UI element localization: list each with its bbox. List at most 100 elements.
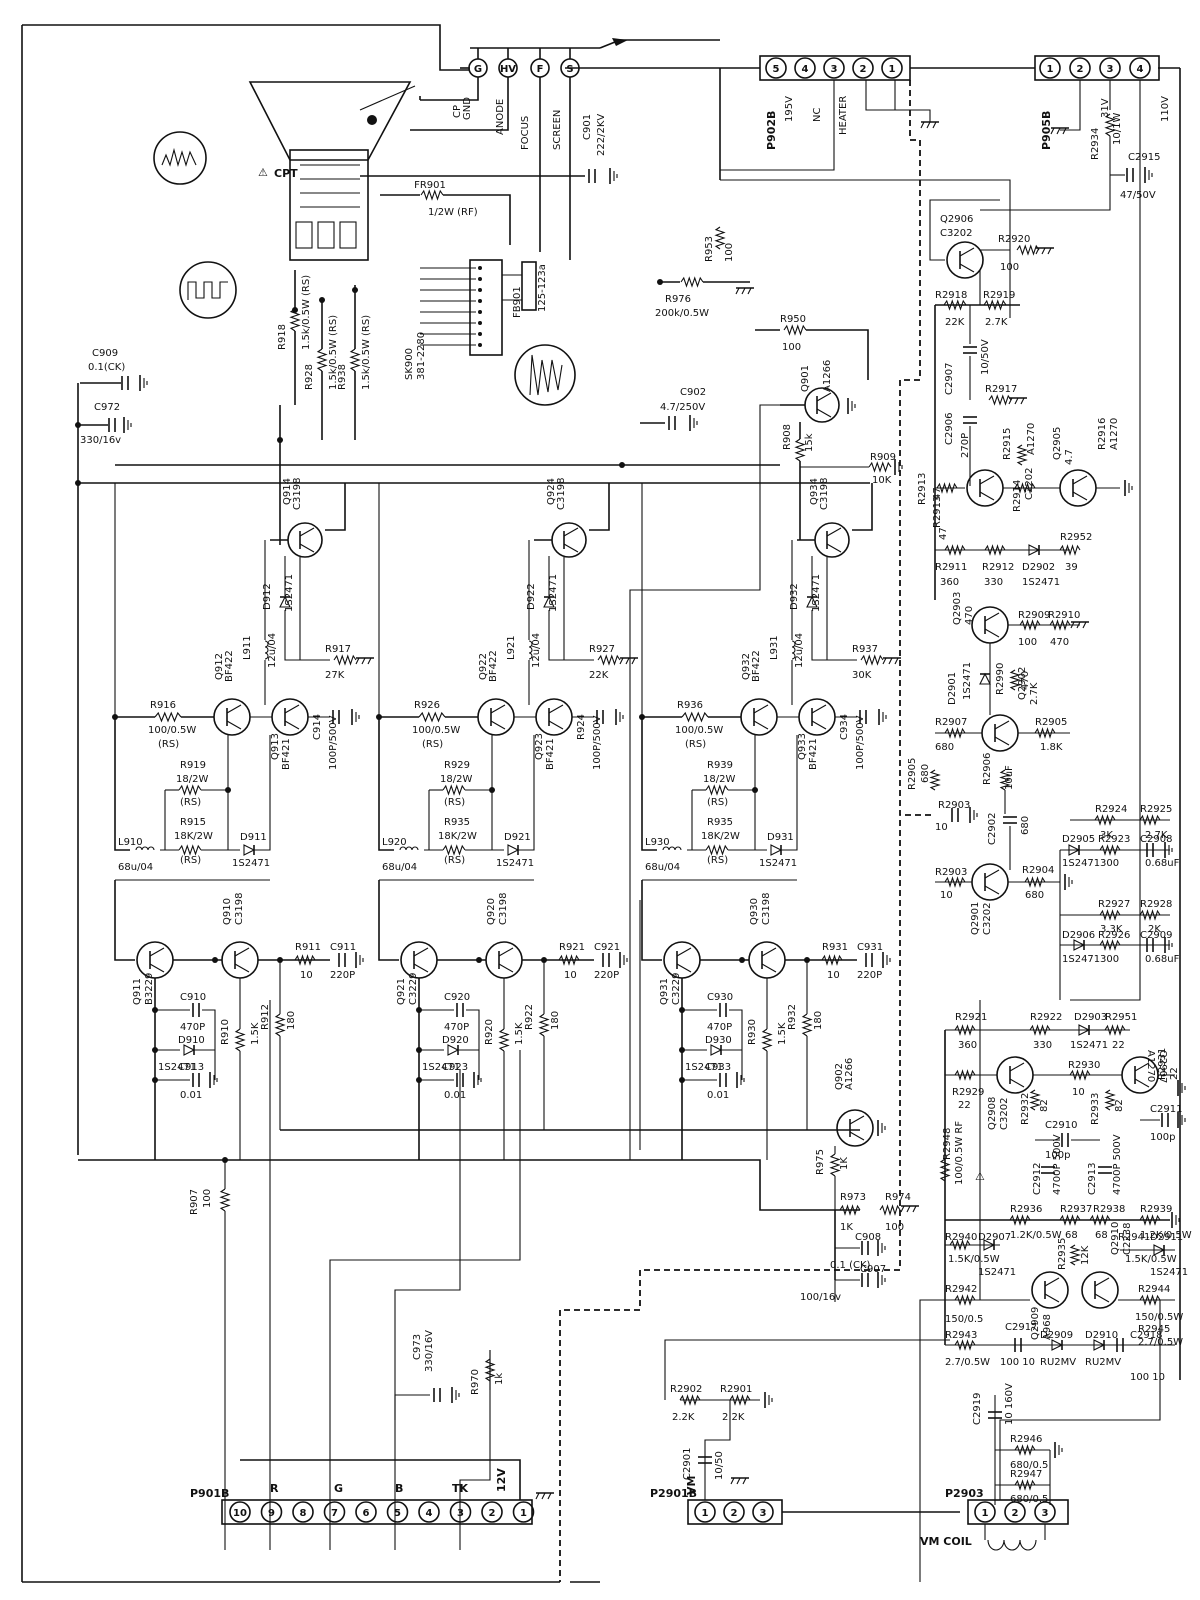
wire xyxy=(240,1459,521,1500)
part-label: 100 xyxy=(724,243,735,262)
part-label: 2.2K xyxy=(672,1412,695,1423)
resistor xyxy=(333,654,357,666)
transistor xyxy=(1134,1062,1150,1072)
ground-symbol xyxy=(1082,621,1087,629)
wire xyxy=(325,483,346,531)
part-label: 1K xyxy=(840,1222,853,1233)
resistor xyxy=(294,954,316,966)
resistor xyxy=(839,1204,861,1216)
part-label: 180 xyxy=(286,1011,297,1030)
part-label: 125-123a xyxy=(537,264,548,312)
junction-dot xyxy=(679,1007,685,1013)
resistor xyxy=(705,784,729,796)
part-label: R918 xyxy=(277,324,288,350)
wire xyxy=(589,483,610,531)
vm-part-ref: R2926 xyxy=(1098,930,1130,941)
ground-symbol xyxy=(619,657,624,665)
part-label: 1S2471 xyxy=(496,858,534,869)
part-label: C908 xyxy=(855,1232,881,1243)
part-label: 1S2471 xyxy=(548,574,559,612)
part-label: 100/0.5W RF xyxy=(954,1121,965,1185)
connector-pin-label: 1 xyxy=(1047,64,1054,75)
vm-part-ref: R2951 xyxy=(1105,1012,1137,1023)
part-label: A968 xyxy=(1042,1314,1053,1340)
crt-pin-label: S xyxy=(566,64,573,75)
vm-part-value: 1.2K/0.5W xyxy=(1010,1230,1062,1241)
vm-part-ref: R2940 xyxy=(945,1232,977,1243)
components xyxy=(108,38,1186,1551)
transistor xyxy=(849,1131,865,1141)
transistor xyxy=(979,475,995,485)
wire xyxy=(1070,80,1141,1001)
part-label: 100P/500V xyxy=(328,715,339,770)
transistor xyxy=(284,720,300,730)
part-label: R976 xyxy=(665,294,691,305)
part-label: 4.7 xyxy=(1064,449,1075,465)
wire xyxy=(929,199,1000,261)
transistor xyxy=(1121,1056,1159,1094)
part-label: R2914 xyxy=(1012,480,1023,512)
part-label: 100/16v xyxy=(800,1292,841,1303)
transistor xyxy=(287,522,323,558)
part-label: 180 xyxy=(813,1011,824,1030)
resistor xyxy=(597,654,621,666)
part-label: R2901 xyxy=(720,1384,752,1395)
vm-part-value: 470 xyxy=(1050,637,1069,648)
part-label: C934 xyxy=(839,714,850,740)
junction-dot xyxy=(739,957,745,963)
transistor xyxy=(811,720,827,730)
part-label: A1270 xyxy=(1109,418,1120,450)
resistor xyxy=(442,784,466,796)
resistor xyxy=(1099,909,1121,921)
vm-part-ref: R2944 xyxy=(1138,1284,1170,1295)
part-label: R xyxy=(270,1482,279,1495)
resistor xyxy=(954,1069,976,1081)
socket-pin xyxy=(478,288,482,292)
part-label: R932 xyxy=(787,1004,798,1030)
part-label: R937 xyxy=(852,644,878,655)
part-label: 1S2471 xyxy=(962,662,973,700)
resistor xyxy=(1009,1214,1031,1226)
resistor xyxy=(999,769,1011,791)
junction-dot xyxy=(225,787,231,793)
crt-cathode xyxy=(339,221,357,249)
part-label: (RS) xyxy=(707,855,728,866)
resistor xyxy=(868,461,892,473)
part-label: 47/50V xyxy=(1120,190,1156,201)
ground-symbol xyxy=(912,1205,917,1213)
junction-dot xyxy=(75,422,81,428)
vm-part-ref: R2913 xyxy=(932,496,943,528)
wire xyxy=(729,1009,743,1080)
part-label: 1S2471 xyxy=(811,574,822,612)
part-label: C2902 xyxy=(987,813,998,845)
socket-pin xyxy=(478,277,482,281)
ground-symbol xyxy=(894,657,899,665)
resistor xyxy=(1104,113,1116,137)
part-label: R927 xyxy=(589,644,615,655)
part-label: 1.5K xyxy=(514,1022,525,1045)
part-label: C909 xyxy=(92,348,118,359)
p2901b-label: P2901B xyxy=(650,1487,697,1500)
vm-part-value: 100 xyxy=(1000,262,1019,273)
part-label: D2901 xyxy=(947,672,958,705)
part-label: 1.5k/0.5W (RS) xyxy=(301,275,312,350)
connector-pin xyxy=(794,57,816,79)
vm-part-value: 680/0.5 xyxy=(1010,1494,1048,1505)
vm-part-value: 2.7K xyxy=(985,317,1008,328)
part-label: 10 160V xyxy=(1004,1383,1015,1425)
part-label: R915 xyxy=(180,817,206,828)
ground-symbol xyxy=(1056,127,1061,135)
part-label: C913 xyxy=(178,1062,204,1073)
ground-symbol xyxy=(1050,127,1055,135)
p901b-label: P901B xyxy=(190,1487,229,1500)
connector-pin-label: 10 xyxy=(233,1508,247,1519)
part-label: C902 xyxy=(680,387,706,398)
resistor xyxy=(679,1394,701,1406)
part-label: 68u/04 xyxy=(645,862,680,873)
transistor xyxy=(551,522,587,558)
crt-pin-label: G xyxy=(474,64,482,75)
part-label: R938 xyxy=(337,364,348,390)
part-label: 10/50V xyxy=(980,339,991,375)
part-label: 1S2471 xyxy=(759,858,797,869)
